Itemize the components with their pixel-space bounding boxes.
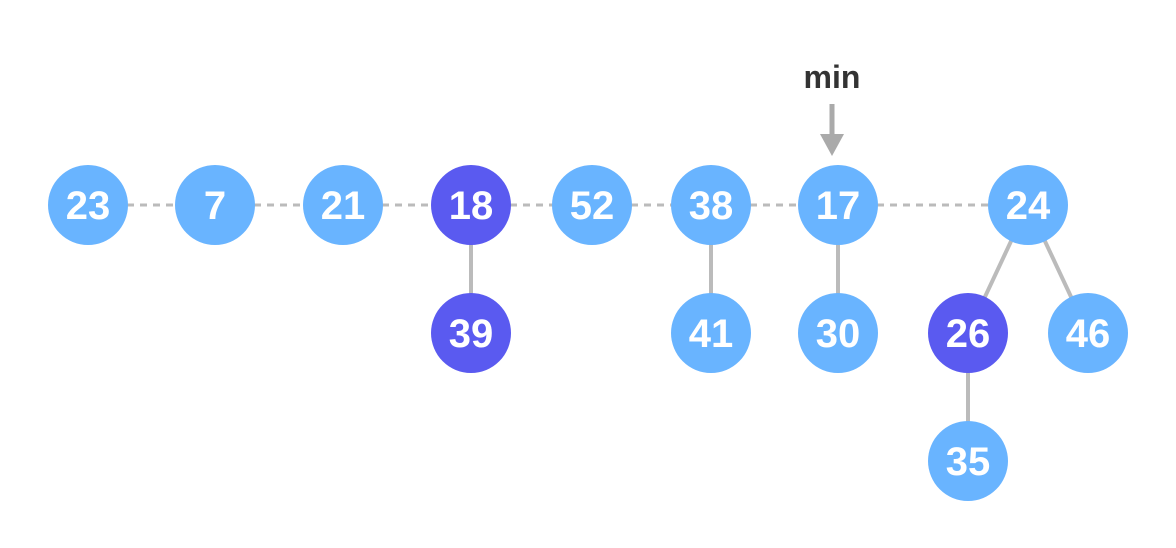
heap-node: 21 [303, 165, 383, 245]
min-pointer-arrowhead [820, 134, 844, 156]
node-circle [552, 165, 632, 245]
heap-node: 23 [48, 165, 128, 245]
heap-node: 24 [988, 165, 1068, 245]
marked-node-circle [928, 293, 1008, 373]
node-key: 21 [321, 184, 366, 228]
node-key: 46 [1066, 312, 1111, 356]
node-circle [988, 165, 1068, 245]
node-key: 24 [1006, 184, 1051, 228]
marked-node-circle [431, 165, 511, 245]
node-key: 52 [570, 184, 615, 228]
node-circle [798, 293, 878, 373]
heap-nodes: 23 7 21 18 52 38 17 24 39 41 30 26 46 35 [48, 165, 1128, 501]
node-key: 41 [689, 312, 734, 356]
heap-node: 26 [928, 293, 1008, 373]
node-circle [48, 165, 128, 245]
node-circle [671, 165, 751, 245]
node-circle [798, 165, 878, 245]
heap-node: 30 [798, 293, 878, 373]
node-key: 17 [816, 184, 861, 228]
node-circle [303, 165, 383, 245]
min-pointer-label: min [804, 59, 861, 95]
heap-node: 18 [431, 165, 511, 245]
node-key: 26 [946, 312, 991, 356]
node-key: 30 [816, 312, 861, 356]
heap-node: 17 [798, 165, 878, 245]
node-circle [175, 165, 255, 245]
heap-node: 7 [175, 165, 255, 245]
marked-node-circle [431, 293, 511, 373]
heap-node: 39 [431, 293, 511, 373]
node-circle [1048, 293, 1128, 373]
node-circle [928, 421, 1008, 501]
node-circle [671, 293, 751, 373]
heap-node: 41 [671, 293, 751, 373]
node-key: 35 [946, 440, 991, 484]
node-key: 39 [449, 312, 494, 356]
min-pointer: min [804, 59, 861, 156]
heap-node: 35 [928, 421, 1008, 501]
heap-node: 52 [552, 165, 632, 245]
heap-node: 46 [1048, 293, 1128, 373]
heap-node: 38 [671, 165, 751, 245]
node-key: 23 [66, 184, 111, 228]
node-key: 18 [449, 184, 494, 228]
node-key: 38 [689, 184, 734, 228]
node-key: 7 [204, 184, 226, 228]
